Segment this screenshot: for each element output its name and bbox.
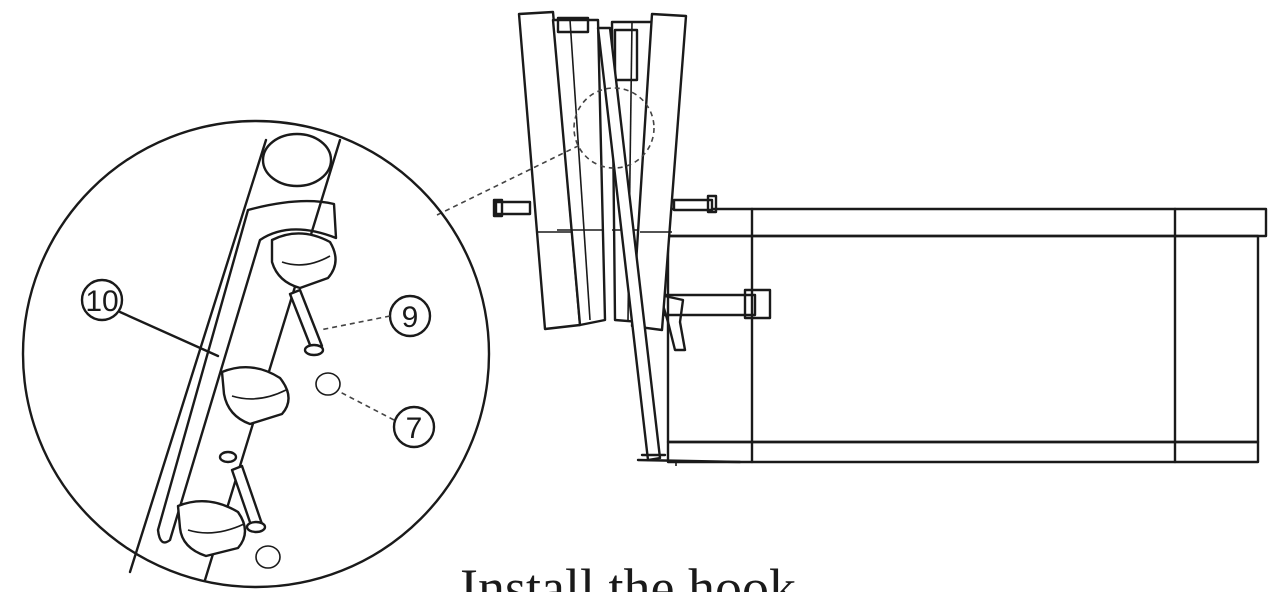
callout-9: 9 (319, 294, 432, 338)
spa-tub (661, 207, 1268, 466)
callout-10-label: 10 (85, 285, 118, 318)
hook-bottom (176, 500, 247, 558)
cap-part-7 (315, 372, 341, 396)
screw-top (288, 288, 324, 352)
hook-top (270, 232, 337, 290)
caption: Install the hook (460, 558, 796, 592)
detail-view (21, 119, 491, 589)
folded-cover (492, 10, 742, 464)
callout-9-label: 9 (402, 301, 419, 334)
callout-10: 10 (80, 278, 220, 358)
hook-middle (220, 366, 290, 426)
callout-7-label: 7 (406, 412, 423, 445)
callout-7: 7 (339, 391, 436, 449)
